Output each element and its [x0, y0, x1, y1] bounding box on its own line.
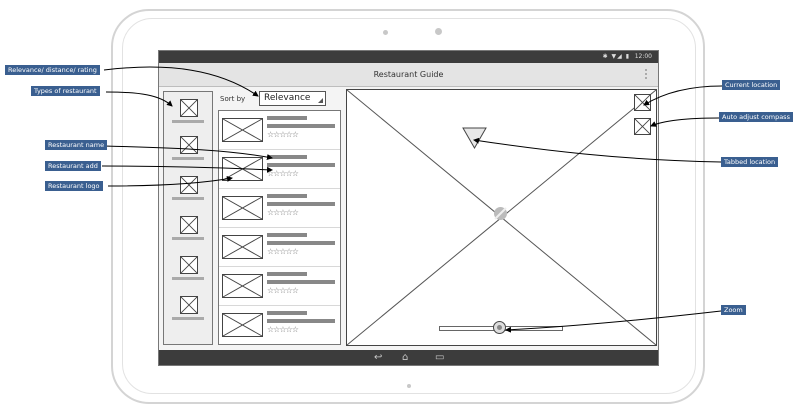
status-time: 12:00	[634, 53, 652, 60]
restaurant-name-placeholder	[267, 155, 307, 159]
restaurant-types-panel	[163, 91, 213, 345]
restaurant-address-placeholder	[267, 202, 335, 206]
rating-stars: ☆☆☆☆☆	[267, 169, 299, 178]
rating-stars: ☆☆☆☆☆	[267, 247, 299, 256]
callout-types: Types of restaurant	[31, 86, 100, 96]
status-bar: ✱ ▼◢ ▮ 12:00	[159, 51, 658, 63]
callout-sort-options: Relevance/ distance/ rating	[5, 65, 100, 75]
back-icon[interactable]: ↩	[374, 352, 383, 363]
overflow-menu-icon[interactable]	[644, 68, 648, 82]
rating-stars: ☆☆☆☆☆	[267, 130, 299, 139]
restaurant-logo-icon	[222, 157, 263, 181]
tapped-location-pin-icon[interactable]	[462, 127, 487, 149]
auto-compass-button[interactable]	[634, 118, 651, 135]
current-location-button[interactable]	[634, 94, 651, 111]
type-image-icon	[180, 136, 198, 154]
restaurant-name-placeholder	[267, 194, 307, 198]
callout-zoom: Zoom	[721, 305, 746, 315]
type-item[interactable]	[164, 296, 212, 332]
rating-stars: ☆☆☆☆☆	[267, 208, 299, 217]
type-image-icon	[180, 99, 198, 117]
restaurant-logo-icon	[222, 274, 263, 298]
restaurant-row[interactable]: ☆☆☆☆☆	[219, 267, 340, 306]
system-nav-bar: ↩ ⌂ ▭	[159, 350, 658, 365]
rating-stars: ☆☆☆☆☆	[267, 325, 299, 334]
restaurant-address-placeholder	[267, 280, 335, 284]
tablet-bezel	[122, 18, 696, 394]
callout-tapped-location: Tabbed location	[721, 157, 779, 167]
type-image-icon	[180, 176, 198, 194]
restaurant-row[interactable]: ☆☆☆☆☆	[219, 111, 340, 150]
status-icons: ✱ ▼◢ ▮	[602, 53, 630, 60]
restaurant-address-placeholder	[267, 319, 335, 323]
restaurant-logo-icon	[222, 196, 263, 220]
sort-selected-value: Relevance	[264, 93, 311, 103]
restaurant-address-placeholder	[267, 124, 335, 128]
restaurant-row[interactable]: ☆☆☆☆☆	[219, 189, 340, 228]
home-icon[interactable]: ⌂	[402, 352, 409, 363]
restaurant-row[interactable]: ☆☆☆☆☆	[219, 306, 340, 344]
type-label-placeholder	[172, 237, 204, 240]
app-title: Restaurant Guide	[373, 70, 444, 79]
type-item[interactable]	[164, 176, 212, 212]
restaurant-row[interactable]: ☆☆☆☆☆	[219, 228, 340, 267]
restaurant-name-placeholder	[267, 272, 307, 276]
map-view[interactable]	[346, 89, 657, 346]
mic-dot	[407, 384, 411, 388]
restaurant-logo-icon	[222, 118, 263, 142]
type-item[interactable]	[164, 216, 212, 252]
sensor-dot	[383, 30, 388, 35]
restaurant-logo-icon	[222, 235, 263, 259]
restaurant-list[interactable]: ☆☆☆☆☆ ☆☆☆☆☆ ☆☆☆☆☆ ☆☆☆☆☆ ☆☆☆☆☆	[218, 110, 341, 345]
type-image-icon	[180, 216, 198, 234]
type-label-placeholder	[172, 120, 204, 123]
zoom-slider-handle[interactable]	[493, 321, 506, 334]
restaurant-name-placeholder	[267, 116, 307, 120]
action-bar: Restaurant Guide	[159, 63, 658, 87]
recents-icon[interactable]: ▭	[435, 352, 445, 363]
type-label-placeholder	[172, 157, 204, 160]
callout-auto-compass: Auto adjust compass	[719, 112, 793, 122]
restaurant-name-placeholder	[267, 311, 307, 315]
restaurant-logo-icon	[222, 313, 263, 337]
type-item[interactable]	[164, 256, 212, 292]
sort-dropdown[interactable]: Relevance	[259, 91, 326, 106]
type-image-icon	[180, 296, 198, 314]
restaurant-address-placeholder	[267, 241, 335, 245]
rating-stars: ☆☆☆☆☆	[267, 286, 299, 295]
screen: ✱ ▼◢ ▮ 12:00 Restaurant Guide	[158, 50, 659, 366]
type-image-icon	[180, 256, 198, 274]
type-label-placeholder	[172, 197, 204, 200]
dropdown-caret-icon	[318, 98, 323, 103]
type-label-placeholder	[172, 277, 204, 280]
callout-restaurant-name: Restaurant name	[45, 140, 108, 150]
type-item[interactable]	[164, 96, 212, 132]
callout-current-location: Current location	[722, 80, 781, 90]
restaurant-address-placeholder	[267, 163, 335, 167]
callout-restaurant-logo: Restaurant logo	[45, 181, 103, 191]
compass-icon	[494, 207, 507, 220]
type-label-placeholder	[172, 317, 204, 320]
sort-label: Sort by	[220, 95, 246, 103]
restaurant-name-placeholder	[267, 233, 307, 237]
camera-lens	[435, 28, 442, 35]
callout-restaurant-address: Restaurant add	[45, 161, 101, 171]
type-item[interactable]	[164, 136, 212, 172]
restaurant-row[interactable]: ☆☆☆☆☆	[219, 150, 340, 189]
